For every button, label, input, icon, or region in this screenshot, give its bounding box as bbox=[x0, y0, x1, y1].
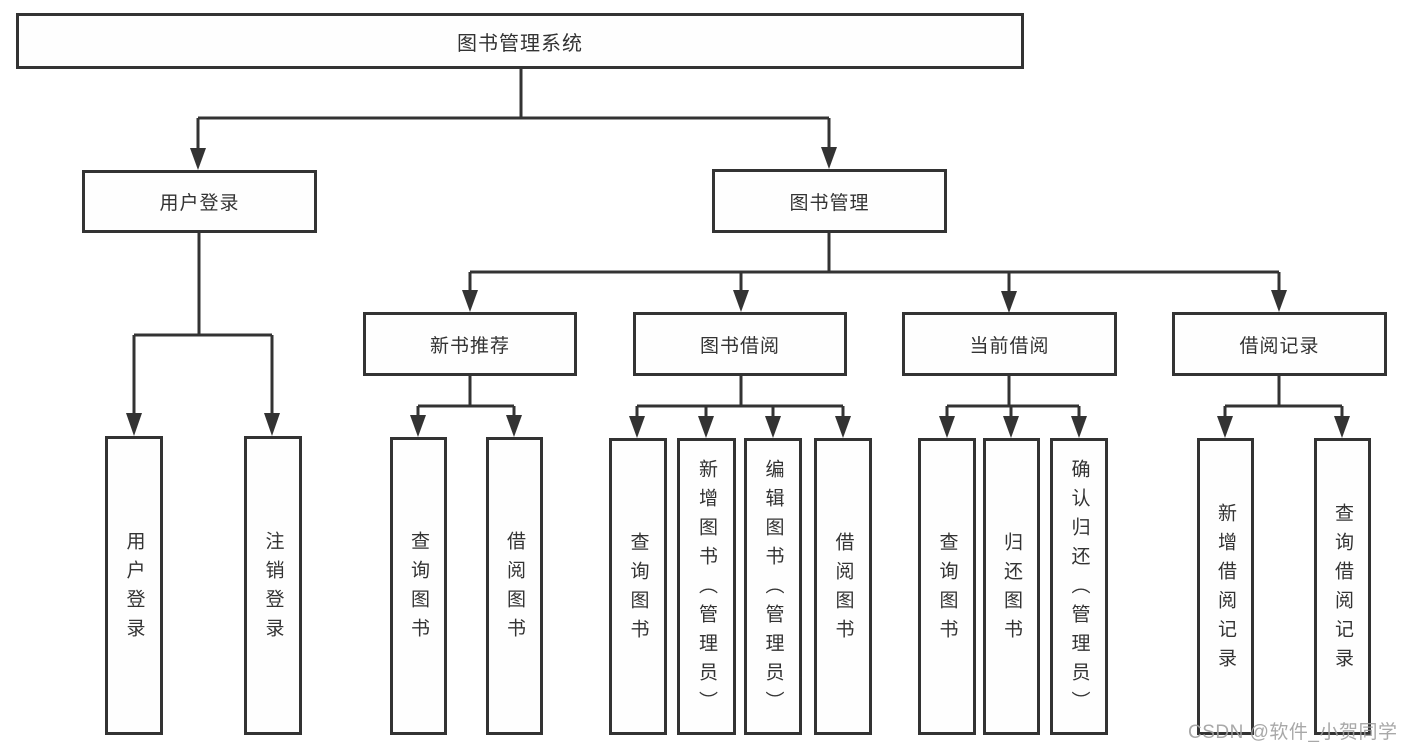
node-query-books-borrowing: 查询图书 bbox=[609, 438, 667, 735]
arrowhead-icon bbox=[1217, 416, 1233, 438]
node-new-book-recommendation: 新书推荐 bbox=[363, 312, 577, 376]
arrowhead-icon bbox=[126, 413, 142, 436]
node-logout: 注销登录 bbox=[244, 436, 302, 735]
watermark: CSDN @软件_小贺同学 bbox=[1188, 722, 1398, 743]
node-add-books-admin: 新增图书（管理员） bbox=[677, 438, 736, 735]
arrowhead-icon bbox=[264, 413, 280, 436]
edge-new-book-recommendation-children bbox=[416, 376, 516, 423]
node-login: 用户登录 bbox=[105, 436, 163, 735]
node-borrow-books-recommend: 借阅图书 bbox=[486, 437, 543, 735]
arrowhead-icon bbox=[462, 290, 478, 312]
node-query-borrow-record: 查询借阅记录 bbox=[1314, 438, 1371, 735]
edge-user-login-children bbox=[132, 233, 274, 421]
arrowhead-icon bbox=[1003, 416, 1019, 438]
arrowhead-icon bbox=[765, 416, 781, 438]
node-book-management: 图书管理 bbox=[712, 169, 947, 233]
edge-book-management-children bbox=[468, 233, 1281, 297]
arrowhead-icon bbox=[1334, 416, 1350, 438]
arrowhead-icon bbox=[698, 416, 714, 438]
node-query-books-recommend: 查询图书 bbox=[390, 437, 447, 735]
edge-borrowing-records-children bbox=[1223, 376, 1344, 424]
arrowhead-icon bbox=[835, 416, 851, 438]
arrowhead-icon bbox=[190, 148, 206, 170]
arrowhead-icon bbox=[1271, 290, 1287, 312]
node-current-borrowing: 当前借阅 bbox=[902, 312, 1117, 376]
node-query-books-current: 查询图书 bbox=[918, 438, 976, 735]
node-user-login: 用户登录 bbox=[82, 170, 317, 233]
node-confirm-return-admin: 确认归还（管理员） bbox=[1050, 438, 1108, 735]
arrowhead-icon bbox=[506, 415, 522, 437]
arrowhead-icon bbox=[1071, 416, 1087, 438]
node-add-borrow-record: 新增借阅记录 bbox=[1197, 438, 1254, 735]
node-root: 图书管理系统 bbox=[16, 13, 1024, 69]
node-book-borrowing: 图书借阅 bbox=[633, 312, 847, 376]
node-edit-books-admin: 编辑图书（管理员） bbox=[744, 438, 802, 735]
arrowhead-icon bbox=[410, 415, 426, 437]
node-borrowing-records: 借阅记录 bbox=[1172, 312, 1387, 376]
edge-current-borrowing-children bbox=[945, 376, 1081, 424]
edge-root-to-level2 bbox=[196, 69, 831, 156]
arrowhead-icon bbox=[629, 416, 645, 438]
arrowhead-icon bbox=[733, 290, 749, 312]
edge-book-borrowing-children bbox=[635, 376, 845, 424]
arrowhead-icon bbox=[1001, 291, 1017, 313]
node-borrow-books-borrowing: 借阅图书 bbox=[814, 438, 872, 735]
arrowhead-icon bbox=[939, 416, 955, 438]
node-return-books: 归还图书 bbox=[983, 438, 1040, 735]
arrowhead-icon bbox=[821, 147, 837, 169]
